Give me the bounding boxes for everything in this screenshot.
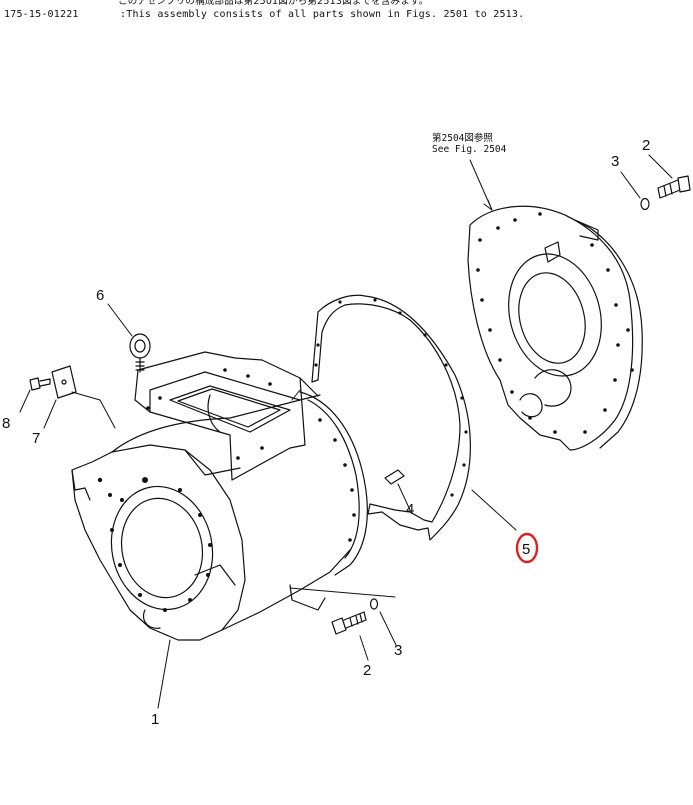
- washer-upper: [640, 197, 650, 211]
- bolt-lower: [331, 611, 367, 635]
- small-bolt-8: [29, 377, 51, 391]
- assembly-note-jp: このアセンブリの構成部品は第2501図から第2513図までを含みます。: [118, 0, 429, 7]
- main-housing: [71, 351, 368, 641]
- assembly-note-en: :This assembly consists of all parts sho…: [120, 9, 525, 20]
- cover-plate: [51, 365, 77, 399]
- reference-note-jp: 第2504図参照: [432, 132, 493, 144]
- assembly-part-number: 175-15-01221: [4, 9, 79, 20]
- washer-lower: [369, 598, 379, 610]
- eye-bolt: [129, 333, 151, 373]
- callout-1: 1: [151, 711, 159, 728]
- highlight-circle: [515, 532, 539, 564]
- callout-6: 6: [96, 287, 104, 304]
- callout-3-upper: 3: [611, 153, 619, 170]
- reference-note-en: See Fig. 2504: [432, 144, 507, 155]
- callout-2-lower: 2: [363, 662, 371, 679]
- bolt-upper: [657, 175, 691, 199]
- drawing-header: このアセンブリの構成部品は第2501図から第2513図までを含みます。 175-…: [0, 0, 693, 26]
- callout-3-lower: 3: [394, 642, 402, 659]
- leader-lines: [19, 154, 673, 709]
- callout-4: 4: [406, 501, 414, 518]
- dowel-pin: [384, 469, 405, 485]
- gasket: [311, 294, 471, 541]
- callout-8: 8: [2, 415, 10, 432]
- callout-2-upper: 2: [642, 137, 650, 154]
- callout-5: 5: [522, 541, 530, 558]
- callout-7: 7: [32, 430, 40, 447]
- rear-cover: [467, 205, 643, 451]
